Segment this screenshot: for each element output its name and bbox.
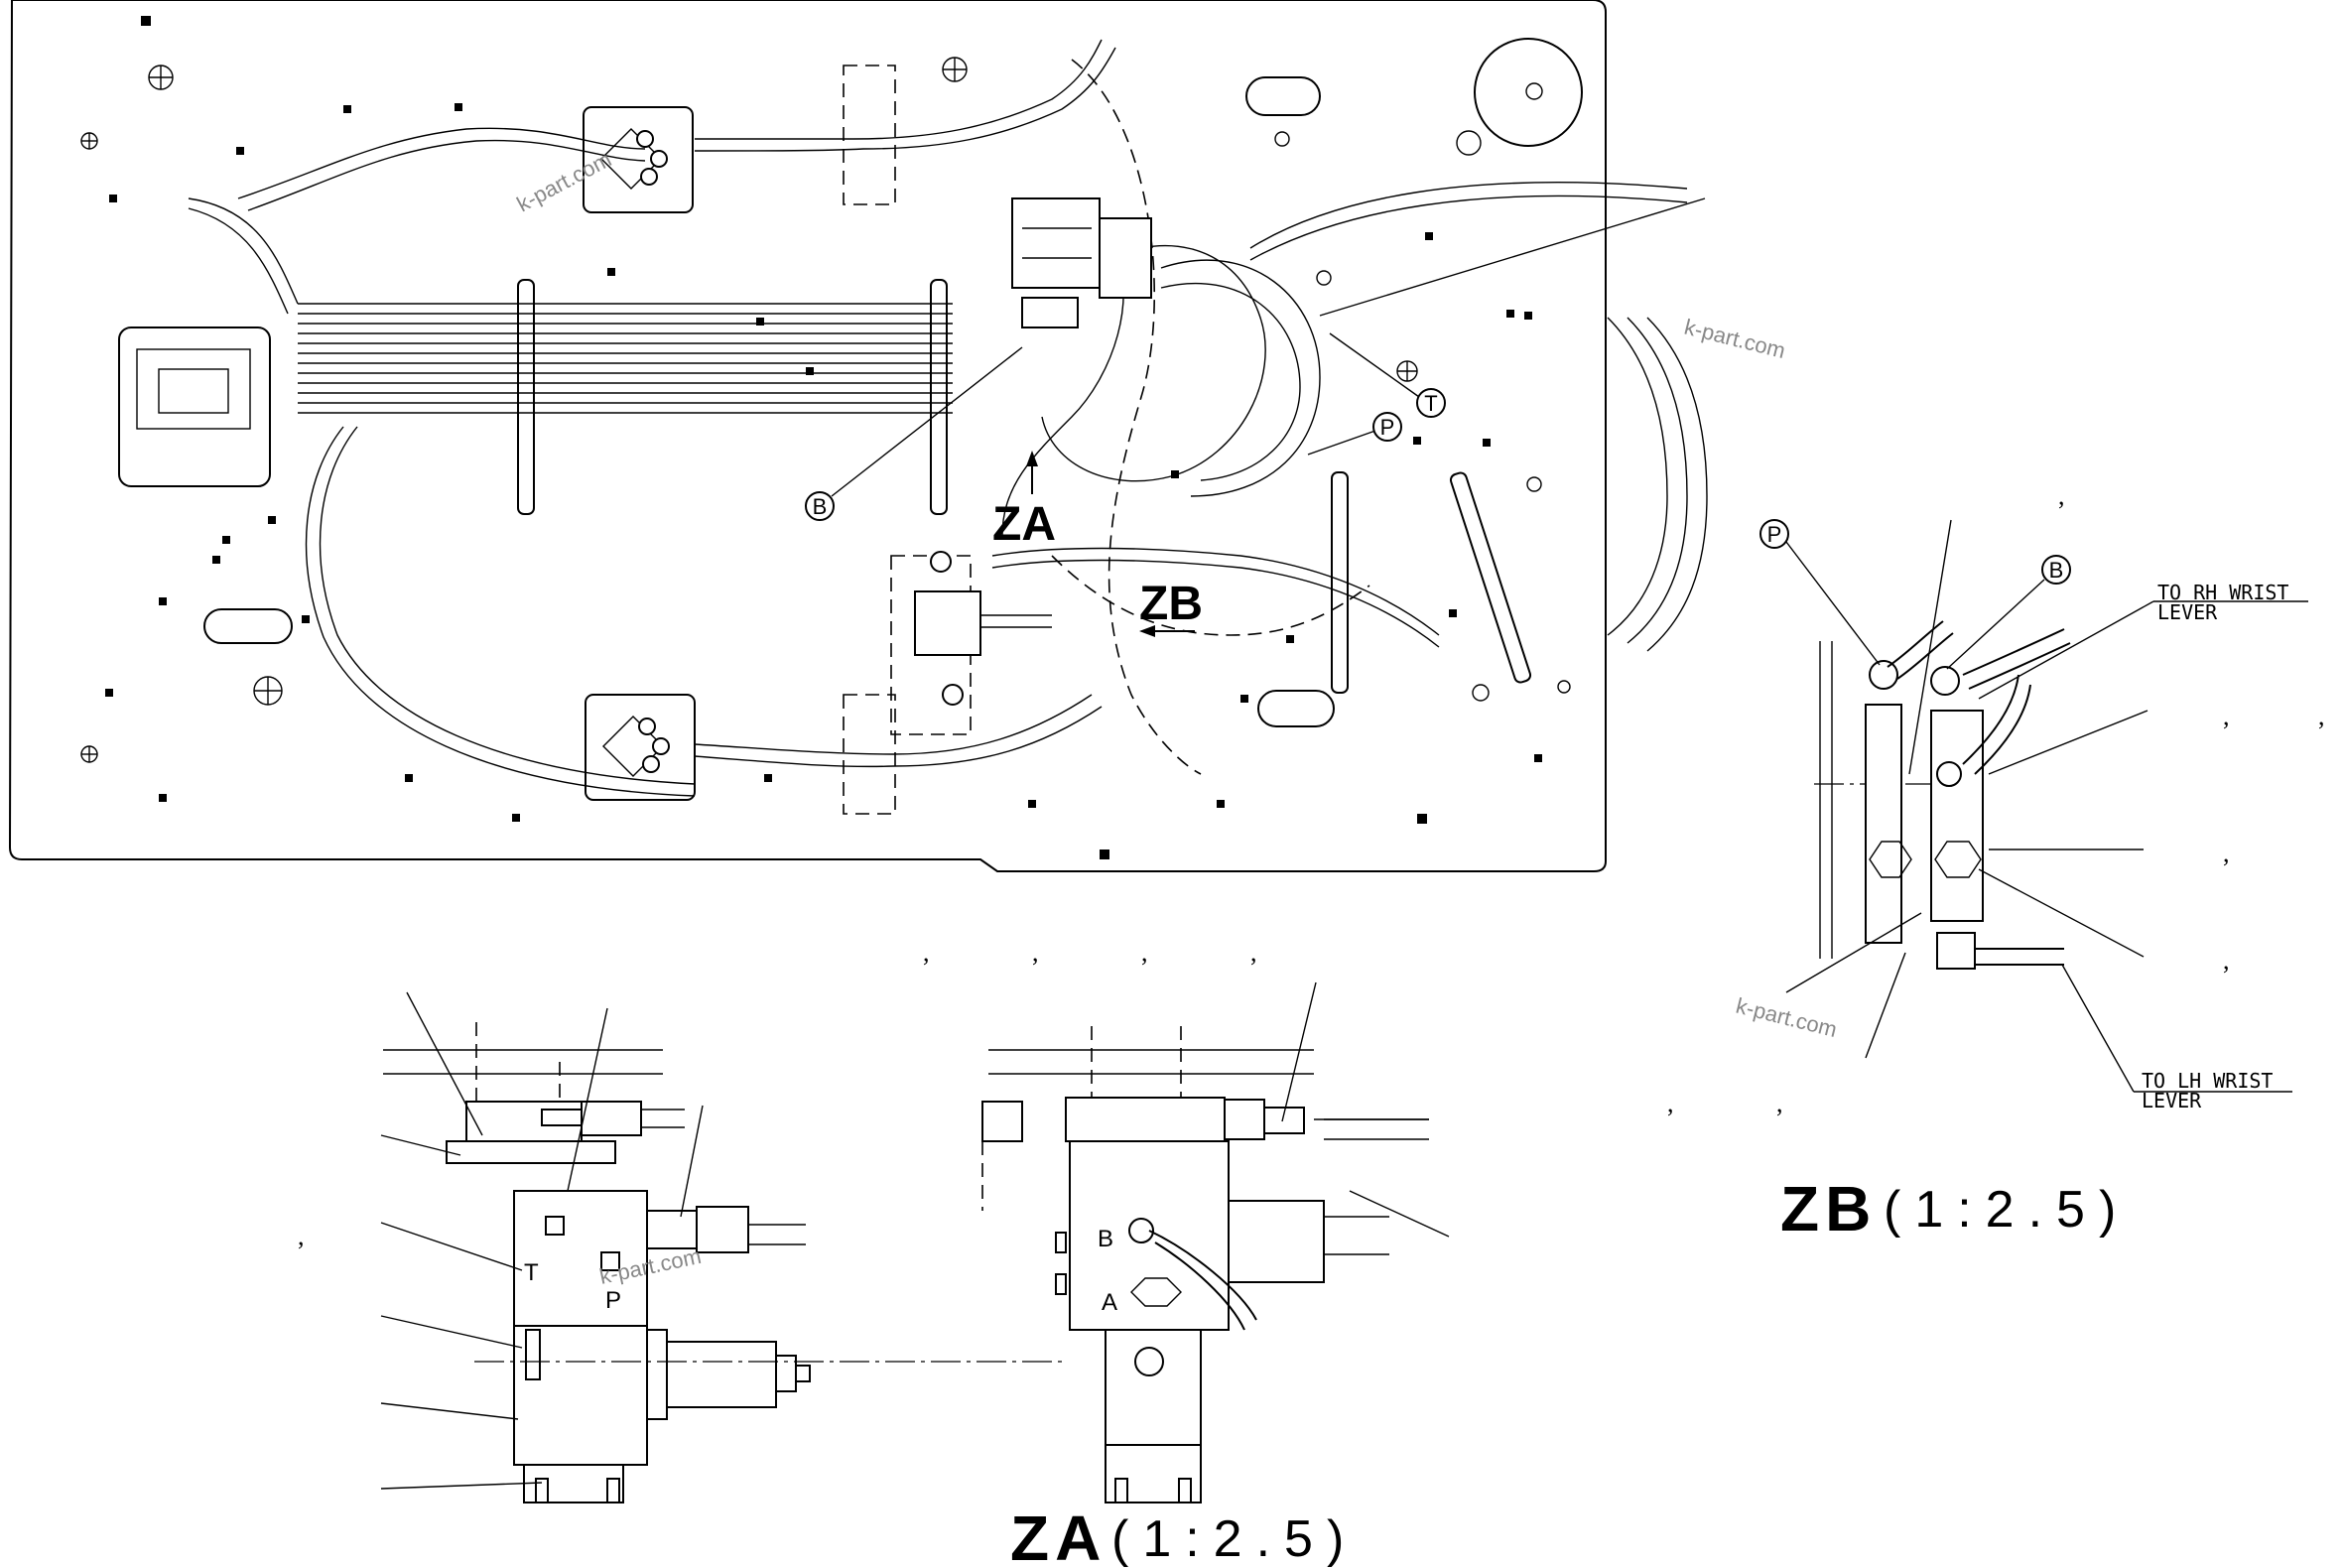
comma-1: , bbox=[923, 938, 930, 967]
zb-callout-b: B bbox=[2049, 558, 2064, 583]
note-to-rh-line1: TO RH WRIST bbox=[2157, 581, 2288, 604]
comma-7: , bbox=[1776, 1089, 1783, 1117]
upper-pedal-valve bbox=[583, 106, 694, 213]
comma-8: , bbox=[2058, 481, 2065, 510]
za-left-port-p: P bbox=[605, 1287, 621, 1314]
zb-title-name: ZB bbox=[1780, 1173, 1877, 1244]
slot-cutout-mid bbox=[1257, 690, 1335, 727]
left-valve-body bbox=[136, 348, 251, 430]
hose-clamp-left bbox=[517, 279, 535, 515]
curved-hoses bbox=[188, 39, 1708, 797]
left-valve-housing bbox=[118, 327, 271, 487]
callout-p-label: P bbox=[1380, 415, 1395, 440]
comma-3: , bbox=[1141, 938, 1148, 967]
zb-callout-p: P bbox=[1767, 522, 1782, 547]
callout-b: B bbox=[805, 346, 1023, 521]
hose-clamp-far-right bbox=[1449, 471, 1532, 684]
lower-valve-dashed-frame bbox=[890, 555, 972, 735]
round-cutout bbox=[1474, 38, 1583, 147]
za-detail-left: T P k-part.com bbox=[380, 991, 1064, 1503]
center-control-block bbox=[1011, 197, 1152, 328]
callout-b-label: B bbox=[813, 494, 828, 519]
view-arrow-zb: ZB bbox=[1139, 578, 1203, 637]
comma-6: , bbox=[1667, 1089, 1674, 1117]
base-plate-outline bbox=[8, 0, 1607, 872]
leader-line-upper-right bbox=[1319, 197, 1706, 317]
center-small-valve bbox=[914, 551, 1052, 706]
lower-pedal-valve bbox=[585, 694, 696, 801]
za-detail-right: B A ZA (1:2.5) bbox=[981, 981, 1450, 1568]
watermark-3: k-part.com bbox=[1734, 993, 1840, 1042]
callout-t: T bbox=[1329, 332, 1446, 418]
separator-marks: , , , , , , , , , , , , bbox=[298, 481, 2325, 1250]
comma-11: , bbox=[2223, 839, 2230, 867]
zb-detail-view: P B TO RH WRIST LEVER TO LH WRIST LEVER … bbox=[1734, 519, 2308, 1244]
za-right-port-b: B bbox=[1098, 1226, 1113, 1252]
note-to-lh-line2: LEVER bbox=[2142, 1089, 2202, 1112]
slot-cutout-top bbox=[1245, 76, 1321, 116]
left-valve-inner bbox=[158, 368, 229, 414]
view-arrow-zb-label: ZB bbox=[1139, 578, 1203, 630]
comma-4: , bbox=[1250, 938, 1257, 967]
comma-12: , bbox=[2223, 946, 2230, 975]
za-right-port-a: A bbox=[1102, 1289, 1117, 1316]
main-plan-view: T P B ZA ZB k-part.com k-part.com bbox=[8, 0, 1788, 872]
za-left-port-t: T bbox=[524, 1259, 539, 1286]
slot-cutout-left bbox=[203, 608, 293, 644]
callout-p: P bbox=[1307, 412, 1402, 456]
watermark-1: k-part.com bbox=[513, 147, 615, 217]
comma-9: , bbox=[2223, 702, 2230, 730]
view-arrow-za: ZA bbox=[992, 451, 1056, 551]
main-hose-bundle bbox=[298, 303, 953, 414]
watermark-2: k-part.com bbox=[1682, 315, 1788, 363]
note-to-lh-line1: TO LH WRIST bbox=[2142, 1069, 2273, 1093]
comma-2: , bbox=[1032, 938, 1039, 967]
hose-clamp-mid bbox=[930, 279, 948, 515]
comma-5: , bbox=[298, 1222, 305, 1250]
comma-10: , bbox=[2318, 702, 2325, 730]
za-title-name: ZA bbox=[1010, 1503, 1107, 1568]
bolt-markers bbox=[105, 16, 1542, 859]
view-arrow-za-label: ZA bbox=[992, 498, 1056, 551]
za-title-scale: (1:2.5) bbox=[1111, 1510, 1358, 1568]
zb-title-scale: (1:2.5) bbox=[1884, 1181, 2130, 1239]
upper-dashed-bracket bbox=[843, 65, 896, 205]
note-to-rh-line2: LEVER bbox=[2157, 600, 2218, 624]
mounting-holes bbox=[80, 57, 1571, 763]
callout-t-label: T bbox=[1424, 391, 1437, 416]
